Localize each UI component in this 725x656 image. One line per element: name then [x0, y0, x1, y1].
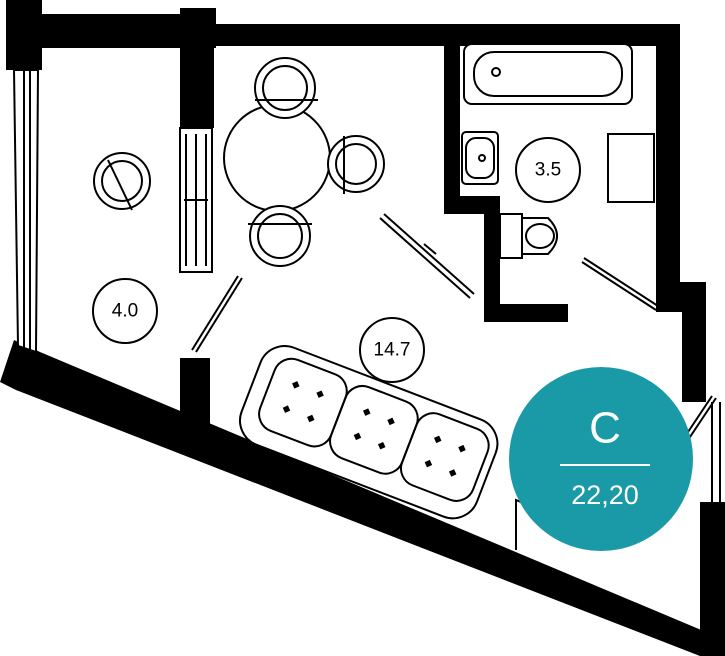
interior-lines: [179, 127, 721, 550]
toilet: [499, 213, 558, 259]
chair-top: [254, 57, 318, 119]
bathroom-sink: [461, 131, 499, 185]
wall-right-mid: [682, 282, 706, 402]
unit-badge-circle: [509, 367, 693, 551]
washing-machine: [607, 133, 655, 203]
wall-bath-notch-left: [484, 196, 500, 322]
chair-bottom: [248, 205, 312, 267]
unit-badge: C 22,20: [509, 367, 693, 551]
unit-total-area: 22,20: [571, 480, 639, 510]
wall-right-upper: [656, 24, 680, 286]
balcony-chair: [93, 152, 151, 211]
room-label-living: 14.7: [359, 317, 425, 383]
dining-table: [223, 104, 331, 212]
furniture: [93, 43, 655, 520]
room-label-balcony: 4.0: [92, 278, 158, 344]
balcony-door-leaf: [195, 277, 243, 353]
room-label-bathroom: 3.5: [515, 137, 581, 203]
room-area-bathroom: 3.5: [535, 160, 561, 181]
room-labels: 4.0 14.7 3.5: [92, 137, 581, 383]
entrance-door-leaf: [379, 217, 471, 299]
wall-right-lower: [700, 502, 725, 656]
wall-partition-upper: [180, 44, 214, 128]
wall-bath-bottom: [484, 304, 568, 322]
wall-top: [180, 24, 680, 46]
room-area-living: 14.7: [374, 340, 411, 361]
wall-bottom-diagonal: [0, 340, 725, 656]
unit-type: C: [589, 404, 621, 453]
wall-bath-left: [444, 44, 460, 210]
bathtub: [463, 43, 633, 105]
room-area-balcony: 4.0: [112, 301, 138, 322]
balcony-window: [12, 69, 40, 354]
bathroom-door-leaf: [581, 261, 657, 311]
sofa: [239, 345, 499, 520]
chair-right: [327, 135, 385, 194]
doors: [191, 213, 717, 441]
